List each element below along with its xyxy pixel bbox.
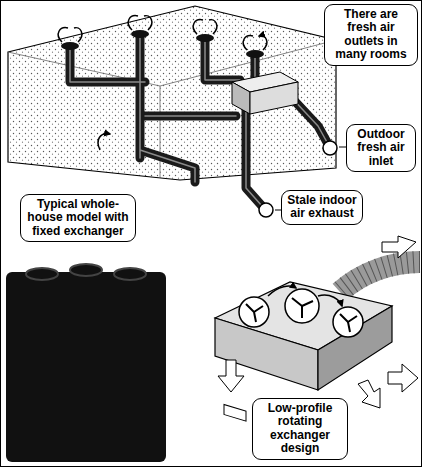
outlet <box>246 50 264 58</box>
air-arrow <box>358 380 380 408</box>
airflow-arrow <box>268 286 296 296</box>
callout-box: Outdoor fresh air inlet <box>346 124 416 172</box>
airflow-arrow <box>98 134 110 150</box>
air-arrow <box>388 364 418 392</box>
house-outline <box>8 6 336 180</box>
unit-side <box>318 306 392 390</box>
air-arrow <box>382 236 416 258</box>
unit-front <box>250 82 298 114</box>
duct <box>70 36 328 206</box>
outlet <box>131 30 149 38</box>
hose <box>340 262 420 292</box>
callout-box: Stale indoor air exhaust <box>281 190 363 225</box>
port <box>70 264 102 276</box>
rotating-unit <box>215 236 420 421</box>
unit-side <box>232 82 250 114</box>
outlet <box>196 34 214 42</box>
grille <box>224 404 246 421</box>
leader-line <box>339 147 346 148</box>
callout-text: Low-profile rotating exchanger design <box>257 402 343 456</box>
callout-box: Low-profile rotating exchanger design <box>252 398 348 460</box>
wall-corner <box>160 86 161 178</box>
hose-ribs <box>340 262 420 292</box>
exhaust-hood <box>259 203 273 217</box>
callout-box: There are fresh air outlets in many room… <box>324 4 418 66</box>
unit-body <box>6 272 166 462</box>
duct-highlight <box>70 36 328 206</box>
airflow-arrow <box>318 295 342 306</box>
callout-box: Typical whole-house model with fixed exc… <box>20 194 136 242</box>
whole-house-unit <box>6 264 166 462</box>
ducts <box>70 36 328 206</box>
airflow-arrow <box>58 16 267 50</box>
outlet <box>61 42 79 50</box>
air-arrow <box>218 360 244 392</box>
callout-text: Typical whole-house model with fixed exc… <box>25 198 131 238</box>
callout-text: There are fresh air outlets in many room… <box>329 8 413 62</box>
port <box>26 268 58 280</box>
callout-text: Outdoor fresh air inlet <box>351 128 411 168</box>
port <box>114 268 146 280</box>
inlet-hood <box>323 141 337 155</box>
callout-text: Stale indoor air exhaust <box>286 194 358 221</box>
